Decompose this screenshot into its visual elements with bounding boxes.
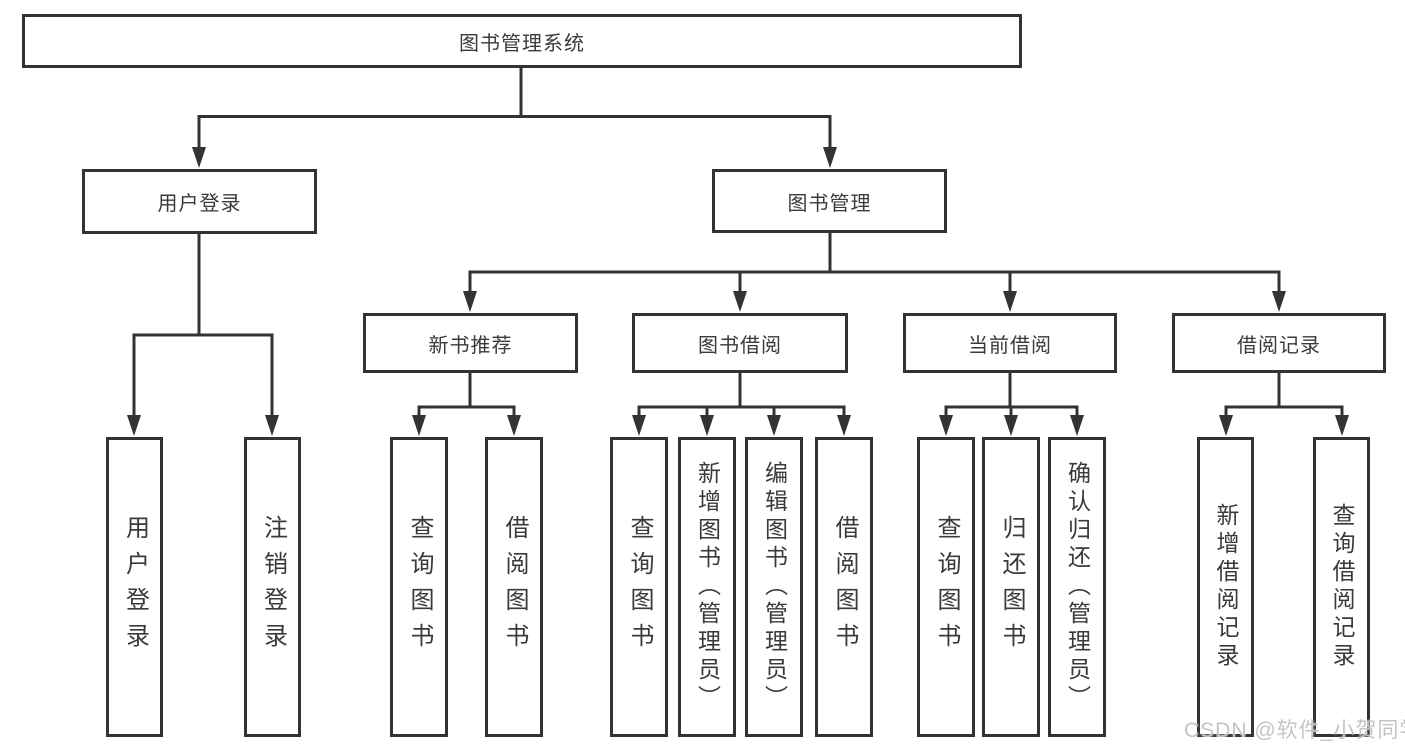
leaf-add-books-admin: 新增图书（管理员）	[678, 437, 736, 737]
leaf-edit-books-admin-label: 编辑图书（管理员）	[761, 461, 788, 713]
leaf-logout-label: 注销登录	[259, 515, 287, 659]
leaf-borrow-books-1: 借阅图书	[485, 437, 543, 737]
leaf-return-books: 归还图书	[982, 437, 1040, 737]
csdn-watermark: CSDN @软件_小贺同学	[1184, 719, 1405, 742]
leaf-borrow-books-1-label: 借阅图书	[501, 515, 528, 659]
leaf-query-borrow-record: 查询借阅记录	[1313, 437, 1370, 737]
node-book-management: 图书管理	[712, 169, 947, 233]
node-library-system: 图书管理系统	[22, 14, 1022, 68]
leaf-return-books-label: 归还图书	[998, 515, 1025, 659]
node-library-system-label: 图书管理系统	[459, 32, 585, 55]
node-book-borrow-label: 图书借阅	[698, 334, 782, 357]
leaf-confirm-return-admin-label: 确认归还（管理员）	[1064, 461, 1091, 713]
node-user-login-label: 用户登录	[157, 193, 242, 215]
leaf-query-books-2: 查询图书	[610, 437, 668, 737]
leaf-user-login: 用户登录	[106, 437, 163, 737]
leaf-logout: 注销登录	[244, 437, 301, 737]
node-user-login: 用户登录	[82, 169, 317, 234]
node-current-borrow: 当前借阅	[903, 313, 1117, 373]
leaf-query-books-1-label: 查询图书	[406, 515, 433, 659]
leaf-add-borrow-record: 新增借阅记录	[1197, 437, 1254, 737]
leaf-user-login-label: 用户登录	[121, 515, 149, 659]
leaf-borrow-books-2-label: 借阅图书	[831, 515, 858, 659]
leaf-add-books-admin-label: 新增图书（管理员）	[694, 461, 721, 713]
leaf-confirm-return-admin: 确认归还（管理员）	[1048, 437, 1106, 737]
node-new-book-recommend: 新书推荐	[363, 313, 578, 373]
leaf-add-borrow-record-label: 新增借阅记录	[1213, 503, 1239, 671]
leaf-borrow-books-2: 借阅图书	[815, 437, 873, 737]
leaf-edit-books-admin: 编辑图书（管理员）	[745, 437, 803, 737]
node-new-book-recommend-label: 新书推荐	[428, 334, 513, 357]
node-book-borrow: 图书借阅	[632, 313, 848, 373]
node-current-borrow-label: 当前借阅	[968, 334, 1052, 357]
leaf-query-books-3: 查询图书	[917, 437, 975, 737]
node-borrow-records-label: 借阅记录	[1237, 334, 1321, 357]
leaf-query-books-1: 查询图书	[390, 437, 448, 737]
node-book-management-label: 图书管理	[787, 192, 872, 215]
leaf-query-books-3-label: 查询图书	[933, 515, 960, 659]
node-borrow-records: 借阅记录	[1172, 313, 1386, 373]
leaf-query-books-2-label: 查询图书	[626, 515, 653, 659]
leaf-query-borrow-record-label: 查询借阅记录	[1329, 503, 1355, 671]
